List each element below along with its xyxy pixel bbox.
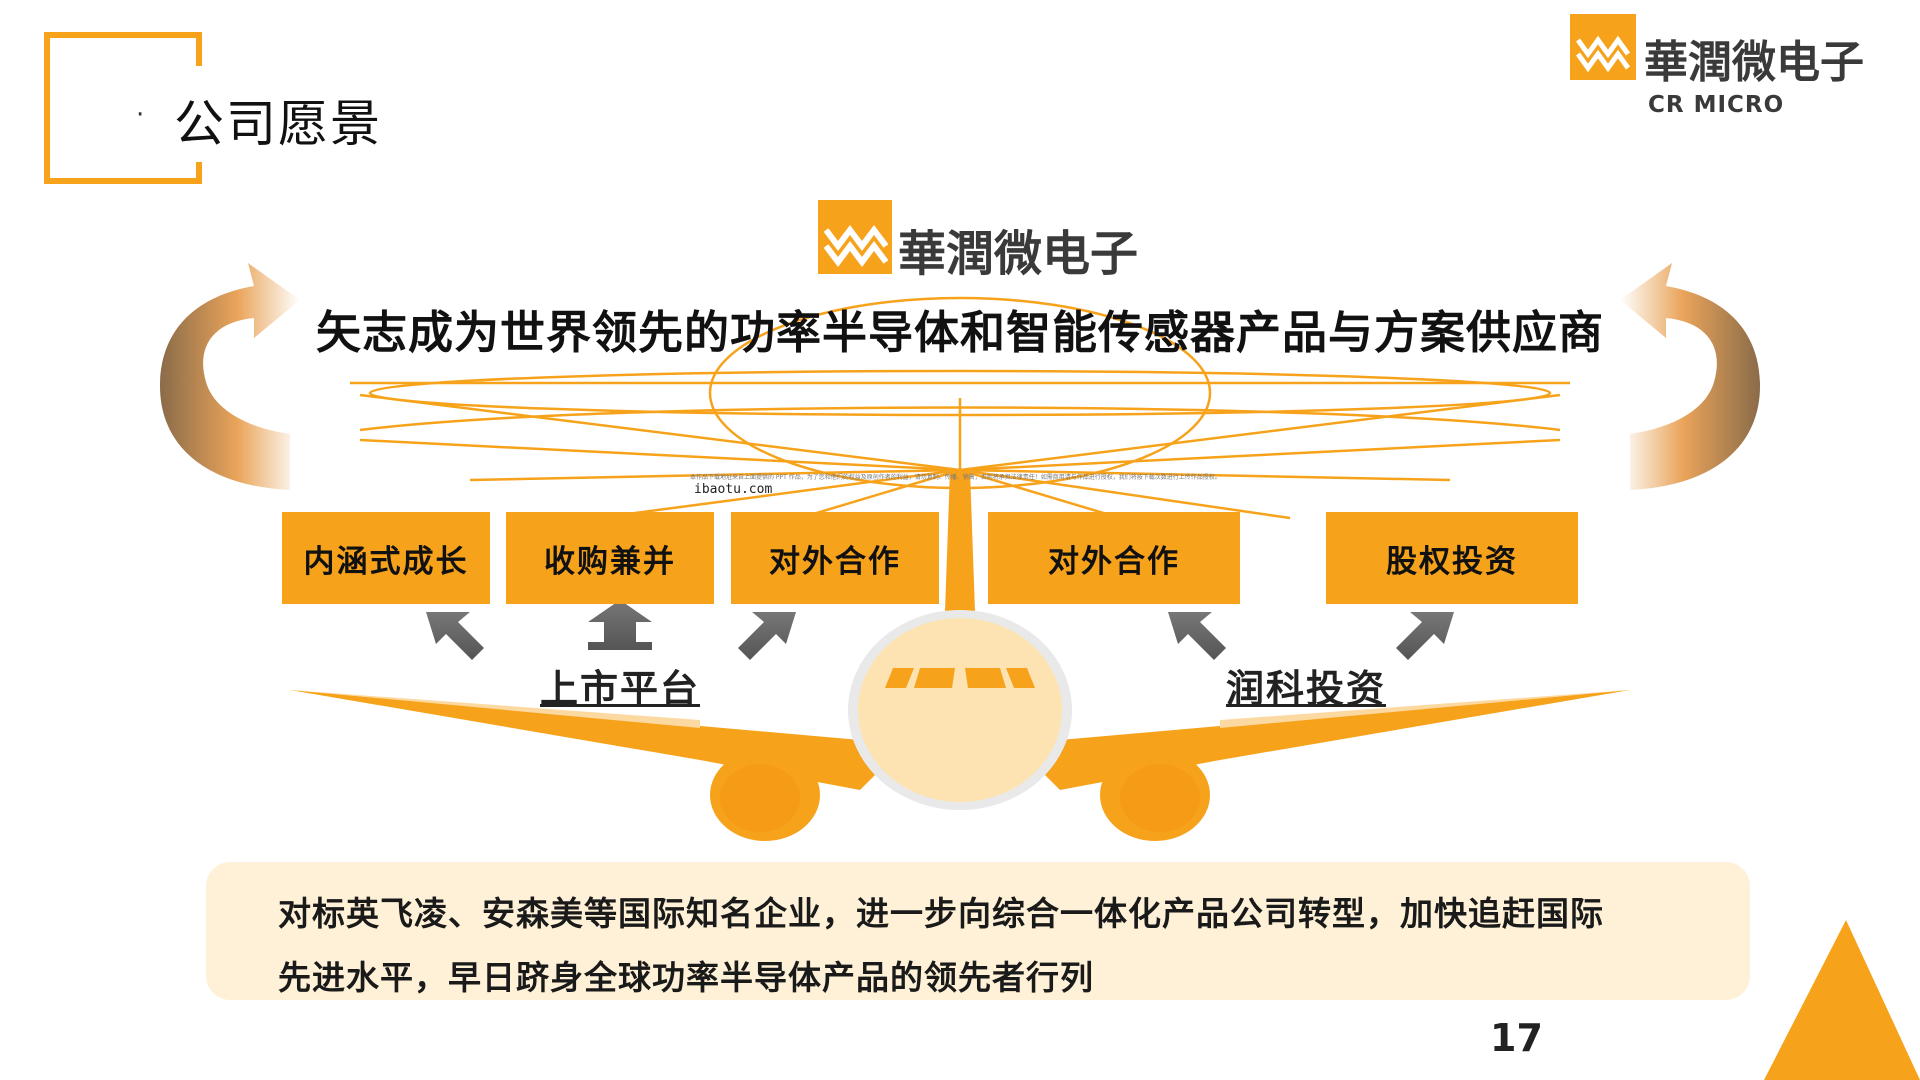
page-title: 公司愿景 — [174, 95, 382, 153]
ww-logo-mark-icon — [1570, 14, 1636, 80]
corner-triangle — [1764, 920, 1920, 1080]
title-bullet: · — [136, 100, 145, 130]
brand-name-cn-center: 華潤微电子 — [898, 226, 1139, 282]
strategy-box-cooperation-1: 对外合作 — [731, 512, 939, 604]
goal-panel — [206, 862, 1750, 1000]
watermark-notice: 本作品下载地址来自上面提供的 PPT 作品，为了您和他们的权益及原创作者的利益，… — [690, 474, 1221, 481]
platform-runke-investment: 润科投资 — [1226, 667, 1387, 711]
vision-statement: 矢志成为世界领先的功率半导体和智能传感器产品与方案供应商 — [315, 306, 1604, 359]
brand-name-en: CR MICRO — [1648, 92, 1785, 118]
ww-logo-mark-icon — [818, 200, 892, 274]
brand-name-cn: 華潤微电子 — [1644, 37, 1864, 88]
right-cycle-arrow-icon — [1620, 263, 1760, 490]
gray-up-arrow-icon — [426, 600, 1454, 660]
strategy-box-acquisition: 收购兼并 — [506, 512, 714, 604]
left-cycle-arrow-icon — [160, 263, 300, 490]
title-corner-frame — [44, 32, 202, 184]
goal-text-line-1: 对标英飞凌、安森美等国际知名企业，进一步向综合一体化产品公司转型，加快追赶国际 — [278, 894, 1604, 933]
strategy-box-organic-growth: 内涵式成长 — [282, 512, 490, 604]
goal-text: 对标英飞凌、安森美等国际知名企业，进一步向综合一体化产品公司转型，加快追赶国际 … — [278, 882, 1738, 1010]
airplane-front-icon — [290, 470, 1630, 841]
strategy-box-cooperation-2: 对外合作 — [988, 512, 1240, 604]
watermark-site: ibaotu.com — [694, 482, 773, 497]
goal-text-line-2: 先进水平，早日跻身全球功率半导体产品的领先者行列 — [278, 958, 1094, 997]
ray-lines — [350, 296, 1570, 532]
page-number: 17 — [1490, 1016, 1543, 1060]
platform-listing: 上市平台 — [540, 667, 701, 711]
strategy-box-equity-investment: 股权投资 — [1326, 512, 1578, 604]
